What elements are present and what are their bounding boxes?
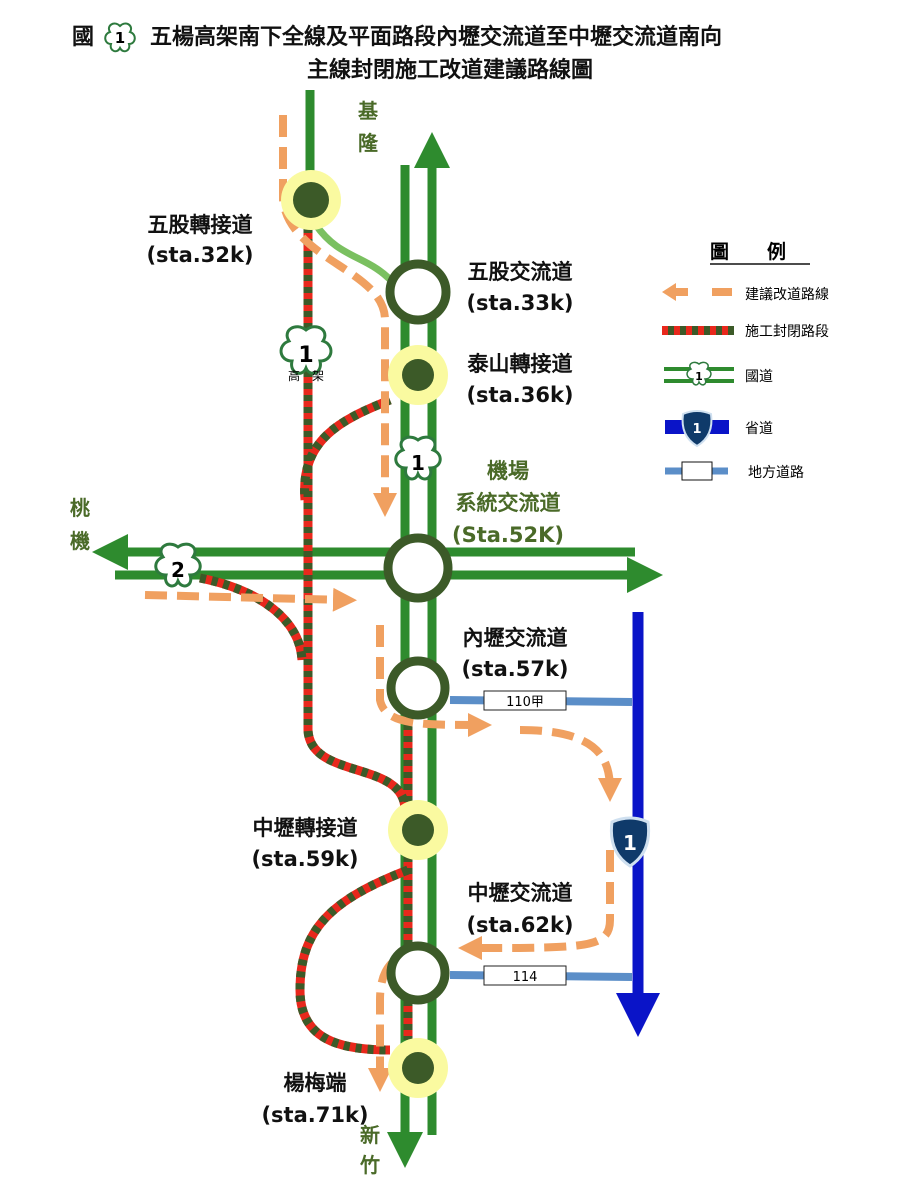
dir-south-1: 新 bbox=[360, 1123, 380, 1147]
legend-provincial-shield-number: 1 bbox=[692, 422, 701, 437]
freeway-2-shield-icon: 2 bbox=[154, 542, 202, 588]
dir-north-1: 基 bbox=[358, 99, 379, 123]
elevated-shield-number: 1 bbox=[298, 343, 313, 368]
label-airport: 機場 bbox=[487, 459, 529, 483]
legend-label-freeway: 國道 bbox=[745, 369, 773, 385]
legend-label-closed: 施工封閉路段 bbox=[745, 324, 829, 340]
label-neili-interchange: 內壢交流道 bbox=[463, 626, 568, 650]
legend-title: 圖 例 bbox=[710, 240, 786, 263]
legend-local: 地方道路 bbox=[665, 461, 804, 481]
junction-markers bbox=[281, 170, 453, 1098]
sta-taishan-junction: (sta.36k) bbox=[466, 383, 573, 407]
elevated-shield-icon: 1 高 架 bbox=[279, 325, 333, 383]
label-zhongli-interchange: 中壢交流道 bbox=[468, 881, 573, 905]
freeway-2-shield-number: 2 bbox=[171, 558, 185, 582]
label-wugu-interchange: 五股交流道 bbox=[468, 260, 573, 284]
dir-north-2: 隆 bbox=[358, 131, 379, 155]
freeway-1-shield-number: 1 bbox=[411, 451, 425, 475]
node-labels: 五股轉接道 (sta.32k) 五股交流道 (sta.33k) 泰山轉接道 (s… bbox=[146, 213, 573, 1127]
legend: 圖 例 建議改道路線 施工封閉路段 1 國道 1 省道 地方道路 bbox=[662, 240, 829, 481]
sta-zhongli-interchange: (sta.62k) bbox=[466, 913, 573, 937]
sta-zhongli-junction: (sta.59k) bbox=[251, 847, 358, 871]
sta-airport-system: (Sta.52K) bbox=[452, 523, 564, 547]
road-label-110a: 110甲 bbox=[506, 695, 544, 710]
provincial-shield-icon: 1 bbox=[609, 816, 651, 868]
legend-freeway: 1 國道 bbox=[664, 361, 773, 386]
label-airport-system: 系統交流道 bbox=[456, 491, 561, 515]
legend-label-provincial: 省道 bbox=[745, 421, 773, 437]
dir-west-1: 桃 bbox=[70, 496, 90, 520]
freeway-1-shield-icon: 1 bbox=[394, 435, 442, 481]
legend-closed: 施工封閉路段 bbox=[662, 324, 829, 340]
title-line2: 主線封閉施工改道建議路線圖 bbox=[307, 57, 593, 83]
title-line1: 五楊高架南下全線及平面路段內壢交流道至中壢交流道南向 bbox=[150, 24, 722, 50]
legend-provincial: 1 省道 bbox=[665, 410, 773, 448]
dir-south-2: 竹 bbox=[359, 1153, 380, 1177]
label-zhongli-junction: 中壢轉接道 bbox=[253, 816, 358, 840]
elevated-shield-label: 高 架 bbox=[288, 368, 324, 383]
sta-wugu-interchange: (sta.33k) bbox=[466, 291, 573, 315]
map-title: 國 1 五楊高架南下全線及平面路段內壢交流道至中壢交流道南向 主線封閉施工改道建… bbox=[72, 22, 722, 83]
legend-freeway-shield-number: 1 bbox=[695, 370, 703, 383]
sta-wugu-junction: (sta.32k) bbox=[146, 243, 253, 267]
local-roads: 110甲 114 bbox=[449, 690, 633, 986]
legend-label-detour: 建議改道路線 bbox=[745, 286, 829, 303]
road-label-114: 114 bbox=[513, 970, 538, 985]
label-taishan-junction: 泰山轉接道 bbox=[467, 352, 573, 376]
legend-detour: 建議改道路線 bbox=[662, 283, 829, 303]
freeway-shield-icon bbox=[104, 22, 136, 53]
legend-label-local: 地方道路 bbox=[748, 465, 804, 481]
direction-labels: 基 隆 新 竹 桃 機 bbox=[70, 99, 380, 1177]
dir-west-2: 機 bbox=[70, 529, 90, 553]
label-yangmei-end: 楊梅端 bbox=[284, 1071, 347, 1095]
provincial-shield-number: 1 bbox=[623, 831, 637, 855]
sta-yangmei-end: (sta.71k) bbox=[261, 1103, 368, 1127]
title-prefix: 國 bbox=[72, 25, 94, 50]
label-wugu-junction: 五股轉接道 bbox=[148, 213, 253, 237]
sta-neili-interchange: (sta.57k) bbox=[461, 657, 568, 681]
title-shield-number: 1 bbox=[115, 29, 125, 47]
